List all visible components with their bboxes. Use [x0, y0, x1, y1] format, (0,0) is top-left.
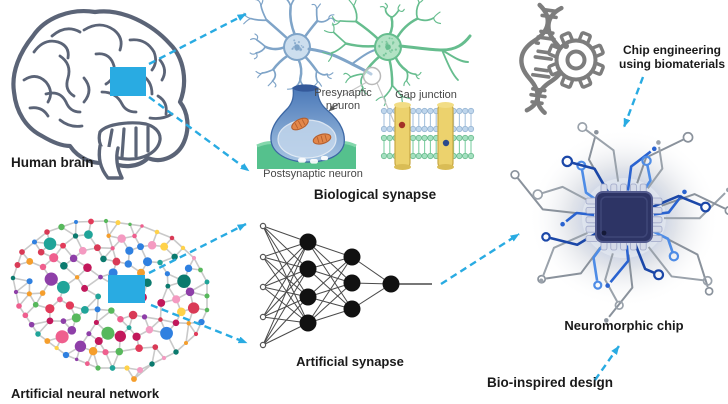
mesh-nodes [10, 218, 210, 382]
network-node [299, 233, 317, 251]
gap-junction-channels [394, 102, 454, 170]
bulb-neck-cap [293, 84, 318, 92]
gap-junction-illustration [380, 102, 475, 170]
postsynaptic-neuron-label: Postsynaptic neuron [263, 168, 363, 180]
presynaptic-pointer-arrow [328, 102, 340, 112]
brain-highlight-square [110, 67, 146, 96]
magnifier-circle [362, 66, 382, 86]
gear-icon [547, 31, 605, 89]
network-node [299, 260, 317, 278]
bio-inspired-design-label: Bio-inspired design [487, 375, 614, 390]
neuron [322, 0, 472, 107]
synapse-zoom-links [341, 66, 395, 123]
network-node [343, 248, 361, 266]
network-node [299, 288, 317, 306]
input-node [259, 253, 267, 261]
input-node [259, 222, 267, 230]
network-node [343, 274, 361, 292]
presynaptic-neuron-label: Presynaptic neuron [314, 87, 372, 112]
chip-circuit-traces [510, 122, 728, 323]
biological-neurons [243, 0, 472, 107]
ann-highlight-square [108, 275, 145, 303]
mitochondria [291, 117, 332, 145]
connection-arrows [148, 12, 645, 381]
neuron [243, 0, 376, 95]
human-brain-illustration [11, 9, 190, 180]
input-node [259, 283, 267, 291]
dashed-arrow [150, 303, 248, 345]
dashed-arrow [594, 345, 620, 381]
input-node [259, 341, 267, 349]
chip-body [595, 191, 653, 243]
chip-engineering-label: Chip engineering using biomaterials [618, 43, 726, 72]
neuromorphic-chip-illustration [510, 122, 728, 323]
artificial-synapse-label: Artificial synapse [296, 354, 404, 369]
ion-dot-blue [442, 139, 450, 147]
chip-inner-bevel [600, 196, 648, 238]
biological-synapse-label: Biological synapse [313, 187, 437, 202]
input-node [259, 313, 267, 321]
network-node [382, 275, 400, 293]
presynaptic-terminal-illustration [256, 84, 357, 169]
dashed-arrow [148, 12, 247, 66]
network-node [343, 300, 361, 318]
brainstem [97, 144, 124, 180]
dashed-arrow [622, 76, 645, 128]
brain-gyri [22, 23, 174, 128]
synaptic-vesicle-sites [298, 156, 328, 164]
human-brain-label: Human brain [11, 155, 94, 170]
dashed-arrow [440, 232, 520, 286]
artificial-synapse-network [259, 222, 432, 349]
chip-pin1-dot [601, 230, 607, 236]
artificial-neural-network-illustration [10, 218, 210, 382]
artificial-neural-network-label: Artificial neural network [11, 386, 160, 401]
network-node [299, 314, 317, 332]
dashed-arrow [148, 222, 247, 275]
dashed-arrow [148, 96, 250, 172]
gap-junction-label: Gap junction [395, 89, 457, 101]
neuromorphic-chip-label: Neuromorphic chip [564, 318, 684, 333]
ion-dot-red [398, 121, 406, 129]
dna-gear-icon [519, 2, 605, 115]
